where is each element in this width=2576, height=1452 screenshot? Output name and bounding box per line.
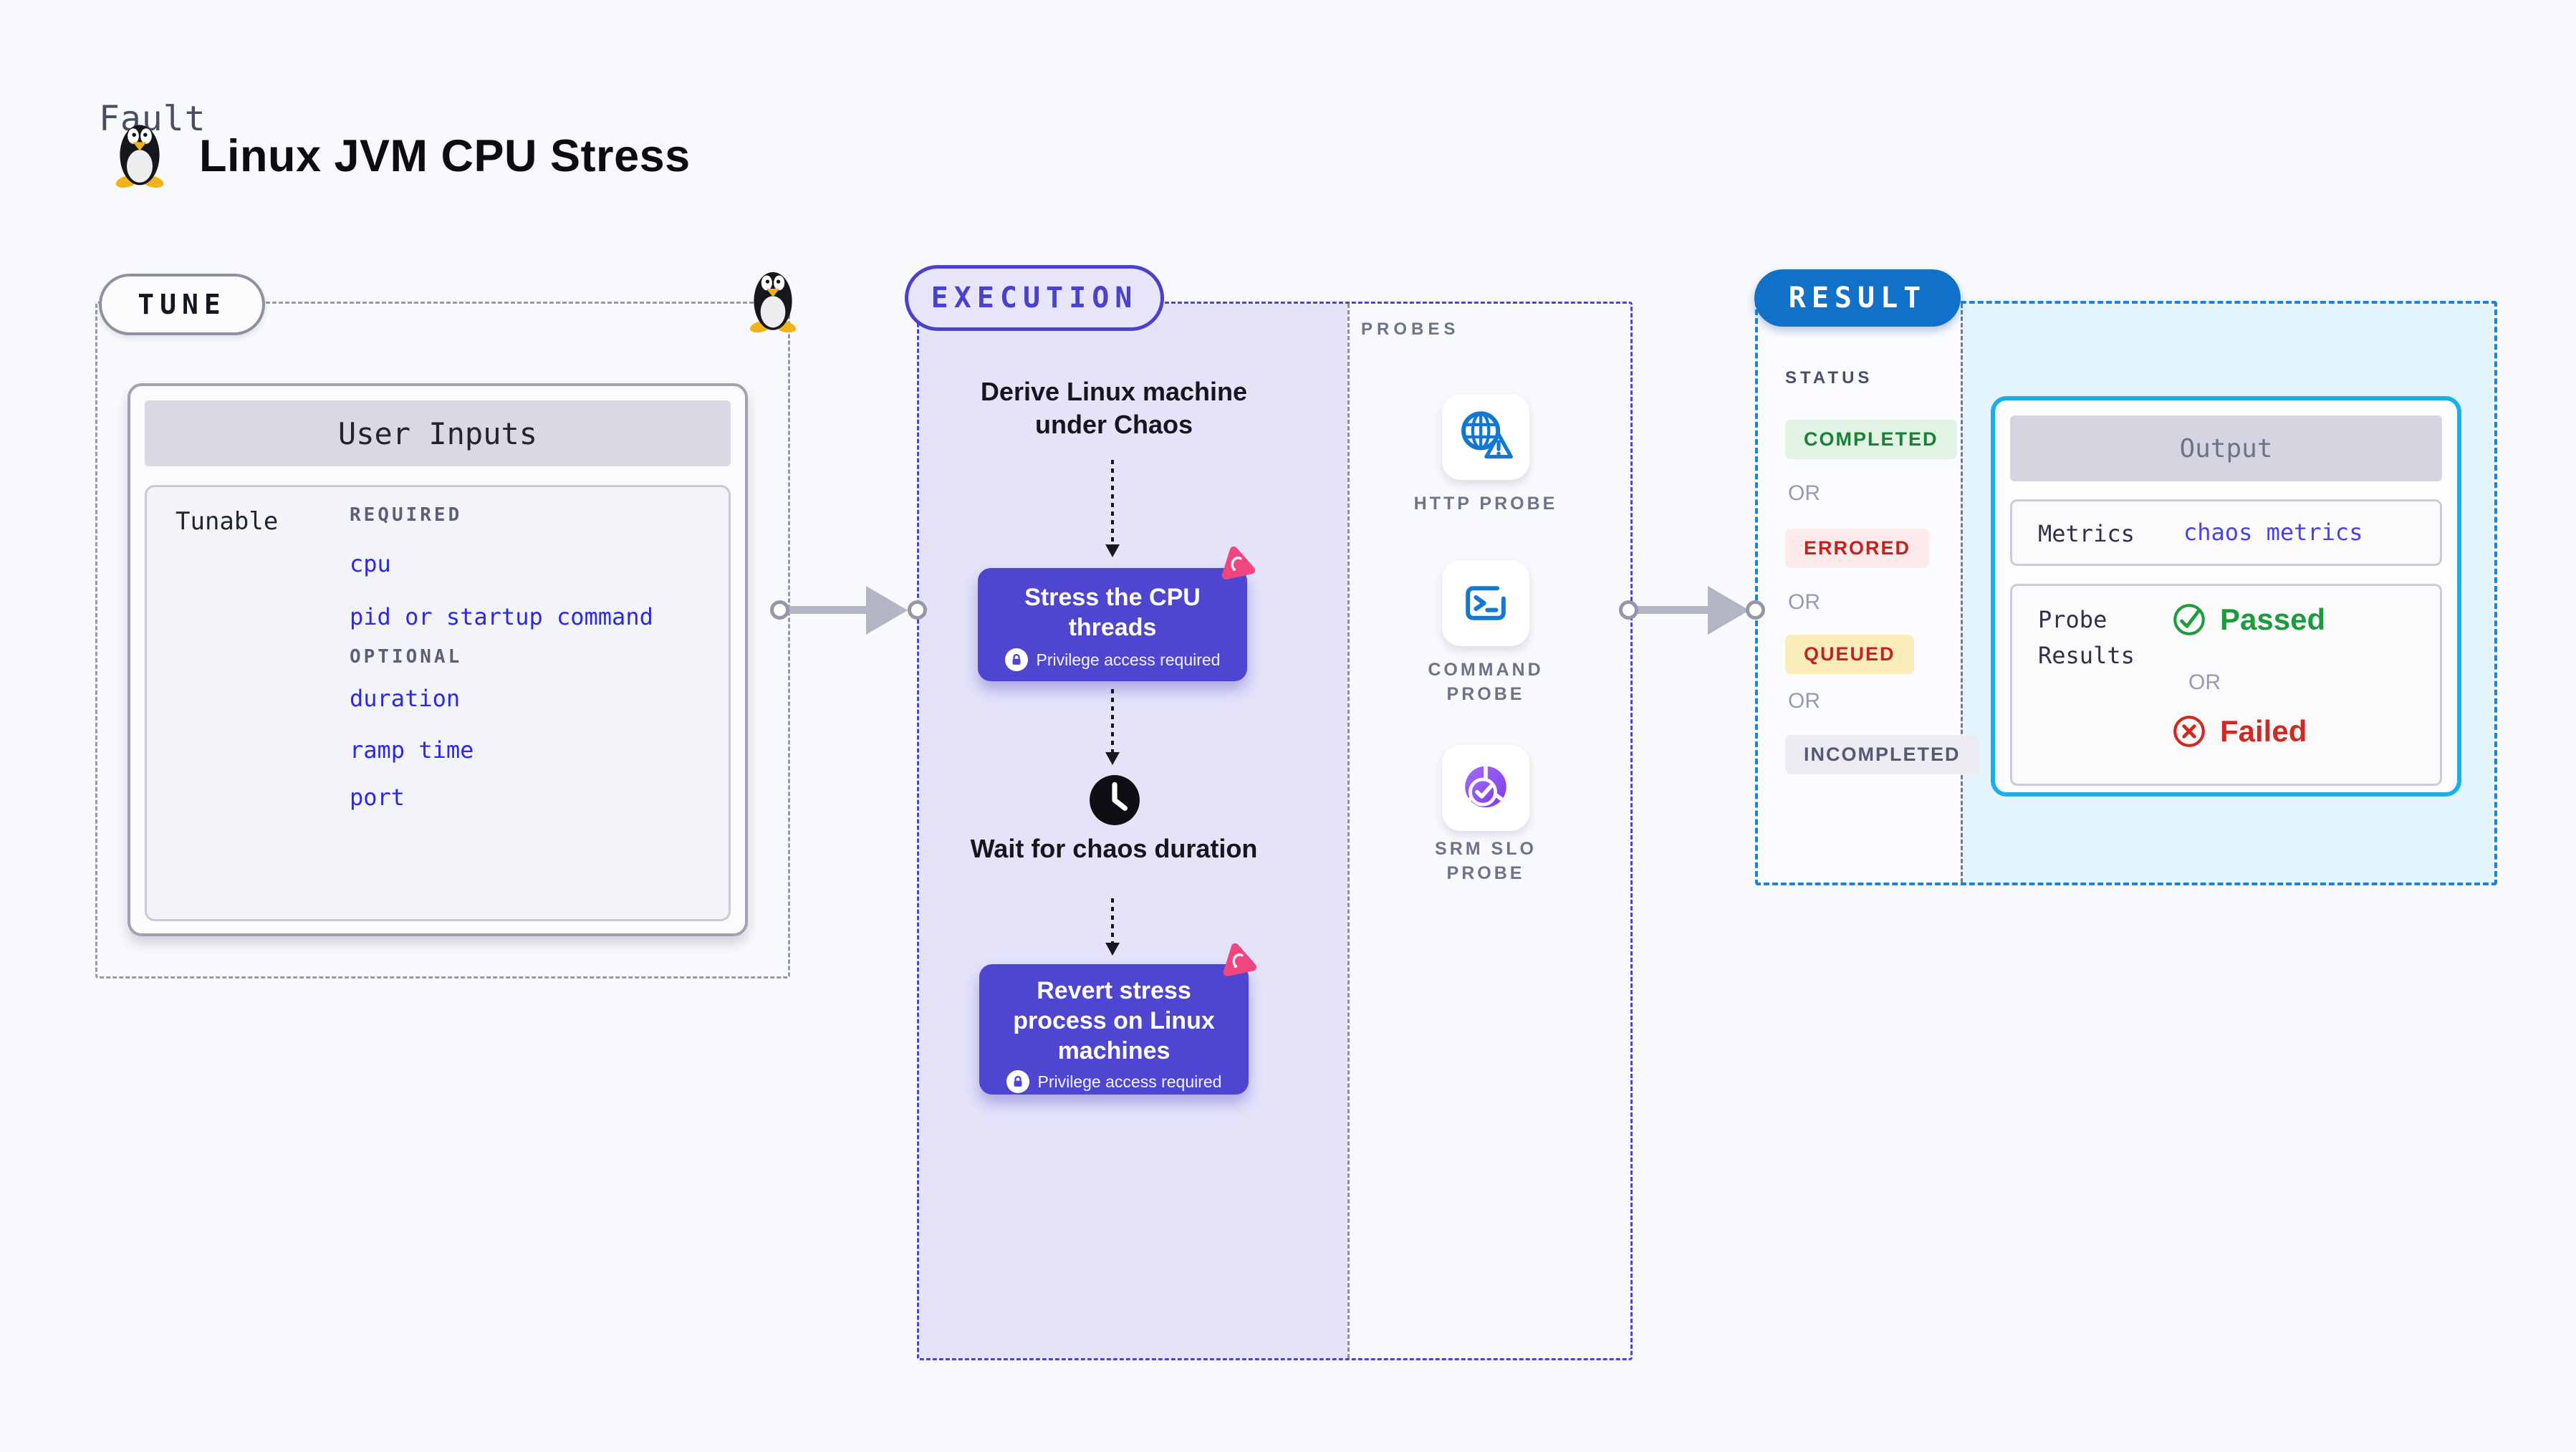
status-badge-errored: ERRORED — [1785, 529, 1930, 568]
tunable-link-cpu[interactable]: cpu — [350, 550, 391, 577]
http-probe-card[interactable] — [1442, 394, 1529, 480]
passed-label: Passed — [2220, 602, 2326, 636]
lock-icon — [1006, 1070, 1029, 1093]
command-probe-card[interactable] — [1442, 560, 1529, 646]
metrics-label: Metrics — [2038, 520, 2135, 547]
failed-row: Failed — [2171, 713, 2307, 749]
x-circle-icon — [2173, 716, 2205, 747]
tune-badge: TUNE — [99, 274, 265, 335]
or-label: OR — [1788, 590, 1820, 614]
slo-pie-check-icon — [1465, 764, 1506, 808]
connector-dot — [908, 600, 927, 620]
privilege-note: Privilege access required — [1037, 1072, 1222, 1091]
connector-dot — [1619, 600, 1638, 620]
passed-row: Passed — [2171, 602, 2325, 638]
failed-label: Failed — [2220, 714, 2307, 748]
probe-results-row: Probe Results Passed OR Failed — [2010, 584, 2442, 786]
tune-to-execution-arrow — [786, 606, 866, 614]
execution-probes-divider — [1347, 304, 1350, 1358]
status-badge-queued: QUEUED — [1785, 635, 1914, 674]
srm-slo-probe-label: SRM SLO PROBE — [1435, 839, 1537, 883]
tunable-link-port[interactable]: port — [350, 784, 405, 811]
metrics-row: Metrics chaos metrics — [2010, 499, 2442, 566]
user-inputs-table: Tunable REQUIRED cpu pid or startup comm… — [145, 485, 731, 921]
derive-step-label: Derive Linux machine under Chaos — [980, 377, 1248, 439]
or-label: OR — [1788, 481, 1820, 505]
output-card-header: Output — [2010, 415, 2442, 481]
optional-group-label: OPTIONAL — [350, 646, 463, 668]
terminal-icon — [1466, 586, 1506, 620]
or-label: OR — [1788, 689, 1820, 713]
status-section-label: STATUS — [1785, 368, 1873, 388]
arrow-head-icon — [1105, 943, 1120, 956]
tunable-link-duration[interactable]: duration — [350, 685, 461, 712]
required-group-label: REQUIRED — [350, 504, 463, 526]
stress-cpu-node: Stress the CPU threads Privilege access … — [978, 568, 1247, 681]
tunable-link-pid-or-startup-command[interactable]: pid or startup command — [350, 603, 653, 630]
status-column — [1758, 304, 1961, 883]
execution-to-result-arrow — [1635, 606, 1708, 614]
status-badge-completed: COMPLETED — [1785, 420, 1957, 459]
execution-panel — [919, 304, 1347, 1358]
output-card: Output Metrics chaos metrics Probe Resul… — [1991, 396, 2461, 797]
probes-section-label: PROBES — [1361, 319, 1460, 339]
command-probe-label: COMMAND PROBE — [1428, 660, 1544, 704]
wait-step-label: Wait for chaos duration — [970, 834, 1258, 863]
tunable-link-ramp-time[interactable]: ramp time — [350, 736, 474, 764]
http-probe-label: HTTP PROBE — [1413, 494, 1558, 514]
status-badge-incompleted: INCOMPLETED — [1785, 735, 1979, 774]
srm-slo-probe-card[interactable] — [1442, 745, 1529, 831]
tunable-row-label: Tunable — [176, 507, 279, 536]
arrow-head-icon — [1708, 586, 1749, 635]
flow-connector — [1111, 460, 1114, 544]
globe-alert-icon — [1461, 411, 1513, 459]
check-circle-icon — [2173, 604, 2205, 635]
tune-section-box — [95, 302, 790, 979]
status-output-divider — [1961, 304, 1963, 883]
revert-node-title: Revert stress process on Linux machines — [1013, 977, 1215, 1064]
user-inputs-card: User Inputs Tunable REQUIRED cpu pid or … — [128, 383, 748, 936]
arrow-head-icon — [1105, 544, 1120, 557]
user-inputs-header: User Inputs — [145, 400, 731, 466]
connector-dot — [1746, 600, 1765, 620]
or-label: OR — [2188, 670, 2221, 694]
stress-node-title: Stress the CPU threads — [1024, 584, 1201, 641]
chaos-logo-icon — [1223, 943, 1256, 976]
arrow-head-icon — [866, 586, 908, 635]
result-badge: RESULT — [1754, 269, 1961, 327]
probe-results-label: Probe Results — [2038, 606, 2135, 669]
chaos-logo-icon — [1221, 546, 1255, 580]
page-title: Linux JVM CPU Stress — [199, 131, 691, 181]
flow-connector — [1111, 689, 1114, 752]
execution-badge: EXECUTION — [905, 265, 1164, 331]
revert-stress-node: Revert stress process on Linux machines … — [979, 964, 1249, 1095]
privilege-note: Privilege access required — [1036, 650, 1221, 669]
linux-penguin-icon — [115, 125, 164, 188]
arrow-head-icon — [1105, 752, 1120, 765]
lock-icon — [1004, 648, 1028, 671]
linux-penguin-icon — [749, 271, 797, 333]
flow-connector — [1111, 898, 1114, 943]
chaos-metrics-link[interactable]: chaos metrics — [2183, 519, 2363, 546]
clock-icon — [1090, 775, 1140, 825]
connector-dot — [770, 600, 789, 620]
